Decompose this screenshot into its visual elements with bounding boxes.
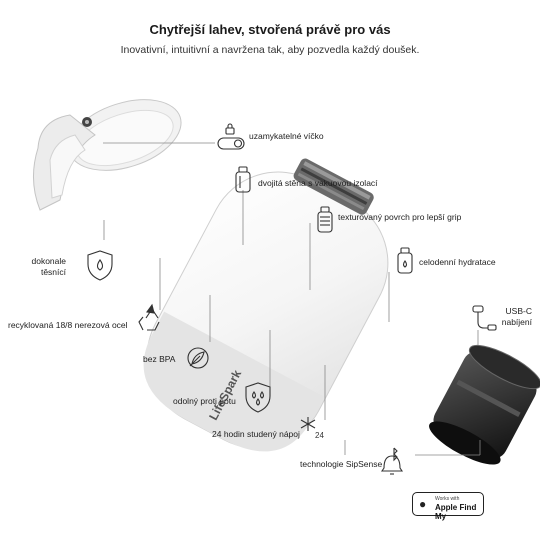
apple-icon: ● [419,497,427,511]
lid [32,99,182,211]
bottle: LifeSpark [143,158,389,452]
badge-small-text: Works with [435,496,460,502]
leaf-icon [187,347,209,369]
snowflake-icon [300,417,316,431]
label-sweat-proof: odolný proti potu [173,396,236,406]
sweat-drops-icon [245,382,271,413]
label-cold-24h: 24 hodin studený nápoj [212,429,300,439]
bell-bluetooth-icon [380,447,404,475]
label-double-wall: dvojitá stěna s vakuovou izolací [258,178,378,188]
double-wall-bottle-icon [235,166,251,193]
label-all-day-hydration: celodenní hydratace [419,257,496,267]
badge-big-text: Apple Find My [435,503,477,521]
apple-find-my-badge: ● Works with Apple Find My [412,492,484,521]
hydration-bottle-icon [397,247,413,274]
label-lockable-lid: uzamykatelné víčko [249,131,324,141]
page-subtitle: Inovativní, intuitivní a navržena tak, a… [120,44,420,56]
leader-lines [103,142,481,456]
page-title: Chytřejší lahev, stvořená právě pro vás [149,22,391,37]
label-perfect-seal: dokonale těsnící [31,256,66,277]
bottom-cap [429,344,540,465]
label-textured-grip: texturovaný povrch pro lepší grip [338,212,462,222]
recycle-icon [138,303,160,331]
label-sipsense: technologie SipSense [300,459,383,469]
label-usb-c: USB-C nabíjení [501,306,532,327]
textured-bottle-icon [317,206,333,233]
lock-toggle-icon [217,123,245,150]
label-bpa-free: bez BPA [143,354,176,364]
hours-icon-text: 24 [315,431,324,440]
usb-c-cable-icon [472,305,497,331]
label-recycled-steel: recyklovaná 18/8 nerezová ocel [8,320,128,330]
drop-shield-icon [87,250,113,281]
